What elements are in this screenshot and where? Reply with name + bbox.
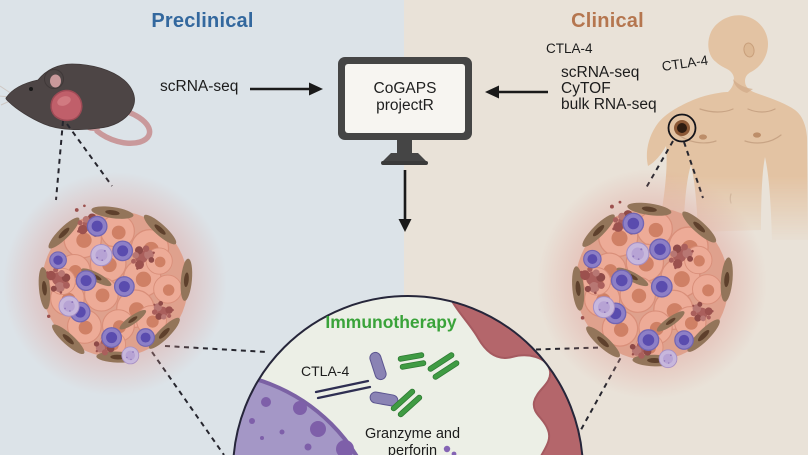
granzyme-granules — [443, 445, 457, 455]
flow-arrows — [250, 82, 548, 232]
clinical-assay-scrna: scRNA-seq — [561, 64, 640, 81]
analysis-tool-line2: projectR — [376, 97, 434, 114]
nipple — [699, 134, 707, 140]
effector-molecules-label: Granzyme and perforin — [340, 426, 485, 455]
clinical-assay-bulk: bulk RNA-seq — [561, 95, 657, 113]
clinical-panel-title: Clinical — [571, 10, 644, 32]
preclinical-panel-title: Preclinical — [151, 10, 254, 32]
mouse-tumor — [50, 89, 83, 122]
ctla4-receptor-label: CTLA-4 — [301, 363, 350, 379]
analysis-tool-line1: CoGAPS — [373, 80, 437, 97]
mouse-illustration — [0, 63, 153, 146]
mouse-eye — [29, 87, 33, 91]
monitor-icon — [338, 57, 472, 165]
clinical-assay-cytof: CyTOF — [561, 79, 611, 97]
effector-line2: perforin — [387, 442, 438, 455]
human-torso-illustration — [646, 15, 808, 240]
analysis-tool-label: CoGAPS projectR — [338, 80, 472, 114]
mouse-tail — [94, 107, 153, 146]
t-cell-illustration — [233, 370, 385, 455]
monitor-screen — [345, 64, 465, 133]
preclinical-assay-label: scRNA-seq — [160, 78, 239, 95]
ctla4-receptor-icon — [314, 351, 399, 407]
effector-line1: Granzyme and — [364, 426, 461, 442]
antibody-icon — [390, 352, 460, 418]
nipple — [753, 132, 761, 138]
clinical-assay-list: scRNA-seq CyTOF bulk RNA-seq — [561, 65, 657, 112]
mole-circle-annotation — [667, 113, 697, 143]
immunotherapy-title: Immunotherapy — [325, 312, 457, 332]
melanoma-mole — [667, 113, 697, 143]
clinical-target-label: CTLA-4 — [546, 41, 593, 56]
